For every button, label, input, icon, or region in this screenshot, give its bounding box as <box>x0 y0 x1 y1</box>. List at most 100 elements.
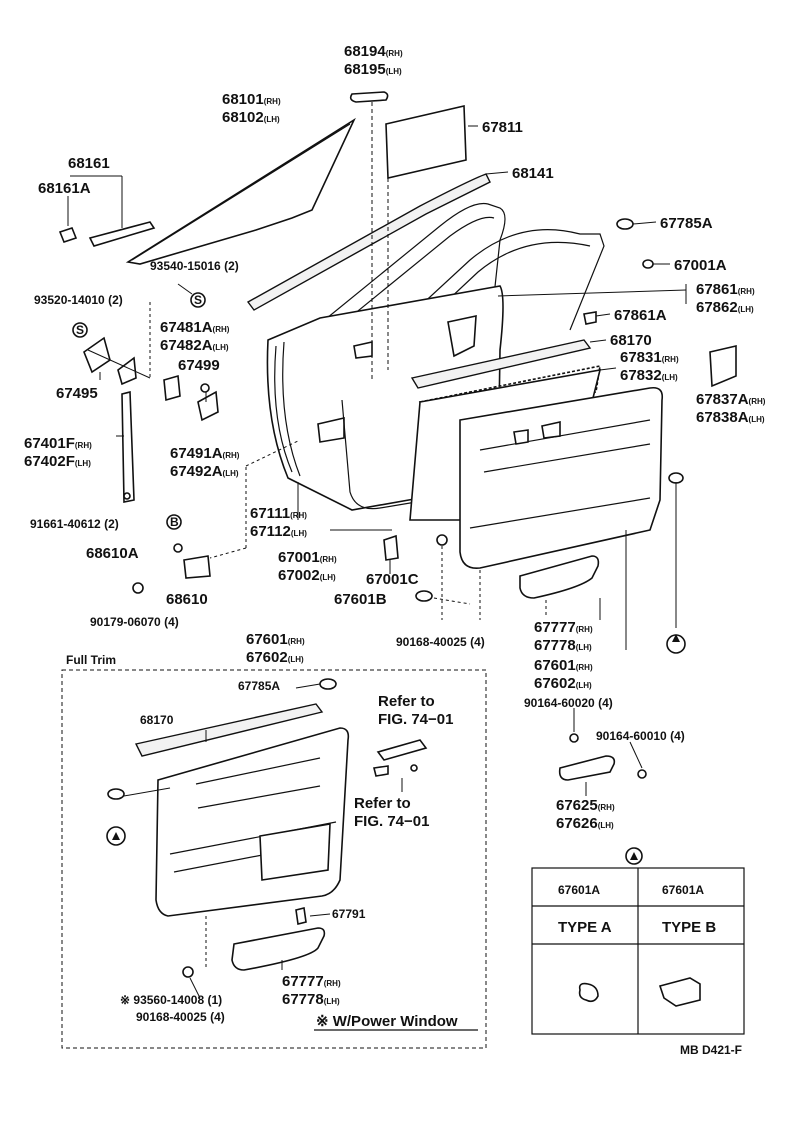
part-90179-bolt <box>132 582 144 594</box>
box-bolt-leader <box>189 977 201 999</box>
label-67832: 67832(LH) <box>620 367 678 384</box>
label-67861: 67861(RH) <box>696 281 755 298</box>
label-93540: 93540-15016 (2) <box>150 259 239 273</box>
label-68170: 68170 <box>610 332 652 349</box>
part-68610a-bolt <box>173 543 183 553</box>
diagram-code: MB D421-F <box>680 1043 742 1057</box>
part-67601-door-trim-board <box>459 386 664 569</box>
part-68194-cap <box>349 91 389 103</box>
glass-edge <box>131 123 351 261</box>
label-68610a: 68610A <box>86 545 139 562</box>
label-67861a: 67861A <box>614 307 667 324</box>
label-68102: 68102(LH) <box>222 109 280 126</box>
part-67499-cushion <box>200 383 210 393</box>
circle-ref-b <box>166 514 182 530</box>
label-67626: 67626(LH) <box>556 815 614 832</box>
label-67625: 67625(RH) <box>556 797 615 814</box>
label-67111: 67111(RH) <box>250 505 307 522</box>
trim-handle-recess <box>513 429 529 445</box>
circle-ref-s-1-letter: S <box>194 293 202 307</box>
weatherstrip-frame-1 <box>299 202 506 341</box>
label-68161: 68161 <box>68 155 110 172</box>
label-67778-box: 67778(LH) <box>282 991 340 1008</box>
box-93560-bolt <box>182 966 194 978</box>
box-clip-left <box>107 788 125 800</box>
label-68101: 68101(RH) <box>222 91 281 108</box>
refer2-line1: Refer to <box>354 795 411 812</box>
label-68141: 68141 <box>512 165 554 182</box>
label-90164-20: 90164-60020 (4) <box>524 696 613 710</box>
refer2-line2: FIG. 74−01 <box>354 813 429 830</box>
weatherstrip-frame-2 <box>309 216 495 351</box>
label-67499: 67499 <box>178 357 220 374</box>
label-67601b: 67601B <box>334 591 387 608</box>
label-67402f: 67402F(LH) <box>24 453 91 470</box>
refer-switch-part <box>376 739 428 761</box>
triangle-ref-marker-top <box>666 634 686 654</box>
label-68170-box: 68170 <box>140 713 174 727</box>
full-trim-upper-line-2 <box>197 785 321 809</box>
refer-screw-part <box>410 764 418 772</box>
part-68161a-clip <box>58 227 78 243</box>
part-68141-run-channel <box>246 173 491 311</box>
refer1-line2: FIG. 74−01 <box>378 711 453 728</box>
label-67785a: 67785A <box>660 215 713 232</box>
refer1-line1: Refer to <box>378 693 435 710</box>
type-a-clip-icon <box>578 982 599 1003</box>
door-inner-edge <box>274 345 293 473</box>
part-68161-channel <box>88 221 156 247</box>
label-67831: 67831(RH) <box>620 349 679 366</box>
label-91661: 91661-40612 (2) <box>30 517 119 531</box>
full-trim-dashed-box <box>61 669 487 1049</box>
label-93560: ※ 93560-14008 (1) <box>120 993 222 1007</box>
label-90179: 90179-06070 (4) <box>90 615 179 629</box>
part-67861a-clip <box>583 311 597 325</box>
circle-ref-s-2-letter: S <box>76 323 84 337</box>
label-67002: 67002(LH) <box>278 567 336 584</box>
box-67785a-knob <box>319 678 337 690</box>
refer-clip-part <box>373 765 389 777</box>
part-90164-screw-2 <box>637 769 647 779</box>
box-clip-leader <box>123 787 171 797</box>
label-67601-mid: 67601(RH) <box>534 657 593 674</box>
label-67785a-box: 67785A <box>238 679 280 693</box>
circle-ref-b-letter: B <box>170 515 179 529</box>
label-67811: 67811 <box>482 119 523 136</box>
label-68195: 68195(LH) <box>344 61 402 78</box>
box-67791-clip <box>295 907 307 925</box>
full-trim-pocket <box>259 823 331 881</box>
label-67777-box: 67777(RH) <box>282 973 341 990</box>
part-67837a-corner-pad <box>709 344 737 388</box>
trim-board-line-3 <box>469 497 651 529</box>
label-67602-box: 67602(LH) <box>246 649 304 666</box>
part-67401f-bolt <box>123 492 131 500</box>
label-67482a: 67482A(LH) <box>160 337 229 354</box>
trim-lock-recess <box>541 421 561 439</box>
part-67001a-clip <box>642 259 654 269</box>
part-67861-weatherstrip <box>341 399 441 510</box>
part-68610-hinge <box>183 555 211 579</box>
label-90168-box: 90168-40025 (4) <box>136 1010 225 1024</box>
door-inner-edge-2 <box>282 341 301 477</box>
type-table-col1-part: 67601A <box>558 883 600 897</box>
part-67481a-stopper <box>163 374 181 402</box>
part-90164-screw-1 <box>569 733 579 743</box>
part-67601b-clip <box>415 590 433 602</box>
sash-frame-67861 <box>339 229 605 381</box>
label-67001c: 67001C <box>366 571 419 588</box>
legend-power-window: ※ W/Power Window <box>316 1013 458 1030</box>
full-trim-title: Full Trim <box>66 653 116 667</box>
type-table-col1-type: TYPE A <box>558 919 612 936</box>
type-b-clip-icon <box>658 977 701 1007</box>
label-67778-top: 67778(LH) <box>534 637 592 654</box>
label-67837a: 67837A(RH) <box>696 391 766 408</box>
part-67777-armrest <box>519 555 600 599</box>
box-68170-moulding <box>134 703 324 757</box>
label-67001: 67001(RH) <box>278 549 337 566</box>
part-90168-clip <box>436 534 448 546</box>
box-full-trim-board <box>155 727 350 917</box>
label-67777-top: 67777(RH) <box>534 619 593 636</box>
part-67625-pull-handle <box>558 755 616 781</box>
